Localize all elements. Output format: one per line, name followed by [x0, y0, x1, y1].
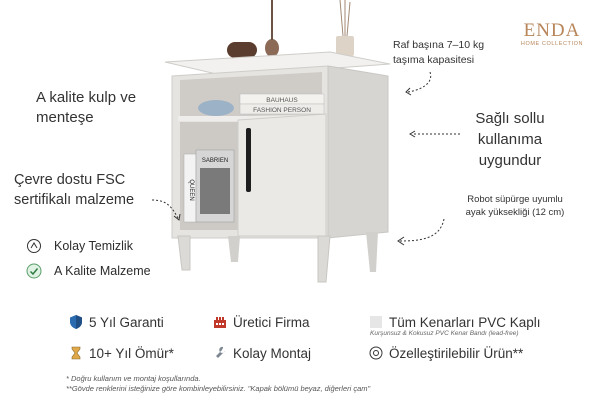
book-spine-3: SABRIEN: [202, 158, 228, 164]
badge-a-quality: A Kalite Malzeme: [26, 263, 151, 279]
arrow-robot: [397, 218, 445, 246]
feature-shelf-capacity: Raf başına 7–10 kg taşıma kapasitesi: [393, 39, 485, 66]
wrench-icon: [216, 346, 225, 358]
book-spine-1: BAUHAUS: [266, 97, 298, 104]
quality-check-icon: [26, 263, 42, 279]
shield-icon: [70, 315, 82, 329]
settings-icon: [369, 346, 383, 360]
cabinet-top: [164, 51, 391, 77]
cabinet-door[interactable]: [237, 113, 327, 237]
item-pvc: Tüm Kenarları PVC Kaplı: [368, 314, 541, 330]
square-icon: [370, 316, 382, 328]
leg-front-right: [317, 235, 331, 283]
item-manufacturer: Üretici Firma: [212, 314, 310, 330]
feature-handle-hinge: A kalite kulp ve menteşe: [36, 89, 137, 126]
item-warranty: 5 Yıl Garanti: [68, 314, 164, 330]
item-lifetime: 10+ Yıl Ömür*: [68, 345, 174, 361]
feature-fsc: Çevre dostu FSC sertifikalı malzeme: [14, 172, 135, 208]
book-spine-2: FASHION PERSON: [253, 107, 311, 114]
clean-icon: [27, 239, 41, 253]
leg-back-left: [228, 236, 240, 262]
feature-robot-vacuum: Robot süpürge uyumlu ayak yüksekliği (12…: [465, 194, 565, 218]
feature-reversible: Sağlı sollu kullanıma uygundur: [475, 110, 545, 169]
decor-diffuser: [336, 36, 354, 56]
brand-sub: HOME COLLECTION: [520, 41, 584, 47]
brand-logo: ENDA HOME COLLECTION: [512, 20, 592, 48]
book-spine-4: QUEEN: [188, 179, 194, 200]
item-custom: Özelleştirilebilir Ürün**: [368, 345, 523, 361]
item-assembly: Kolay Montaj: [212, 345, 311, 361]
pvc-note: Kurşunsuz & Kokusuz PVC Kenar Bandı (lea…: [370, 330, 519, 337]
book-fashion: [239, 103, 325, 115]
leg-front-left: [177, 235, 191, 271]
badge-easy-clean: Kolay Temizlik: [26, 238, 133, 254]
decor-bird: [198, 100, 234, 116]
shelf-board: [178, 116, 324, 121]
decor-vase: [265, 39, 279, 57]
decor-stone: [227, 42, 257, 58]
book-cover-photo: [200, 168, 230, 214]
arrow-fsc: [151, 199, 181, 221]
hourglass-icon: [71, 346, 81, 360]
arrow-shelf: [405, 71, 432, 96]
footnote-1: * Doğru kullanım ve montaj koşullarında.: [66, 374, 201, 383]
footnote-2: **Gövde renklerini isteğinize göre kombi…: [66, 384, 371, 393]
cabinet-illustration: BAUHAUS FASHION PERSON SABRIEN QUEEN: [164, 0, 391, 283]
footnotes: * Doğru kullanım ve montaj koşullarında.…: [66, 374, 370, 394]
brand-name: ENDA: [523, 20, 581, 41]
leg-back-right: [366, 232, 378, 272]
door-handle[interactable]: [246, 128, 251, 192]
arrow-reversible: [409, 130, 460, 138]
factory-icon: [214, 317, 226, 328]
cabinet-side: [327, 65, 389, 239]
